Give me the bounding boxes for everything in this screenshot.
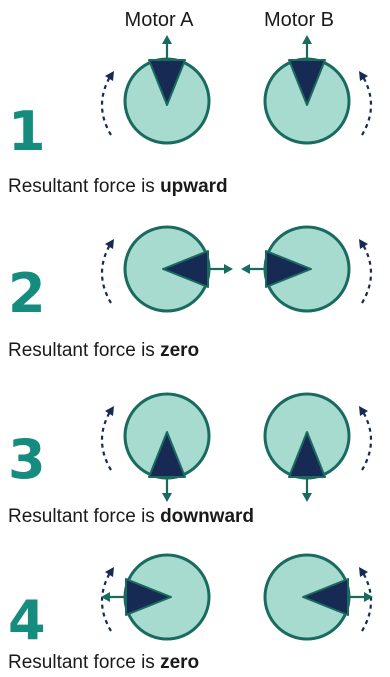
- scenario-number: 1: [8, 100, 46, 163]
- motor-a-mass-wedge: [125, 578, 172, 616]
- motor-b-mass-wedge: [302, 578, 349, 616]
- scenario-number: 3: [8, 428, 46, 491]
- motor-a-force-arrowhead: [101, 592, 110, 602]
- resultant-force-caption: Resultant force is zero: [8, 652, 199, 673]
- rotation-arrowhead-left: [105, 71, 114, 81]
- motor-b-label: Motor B: [264, 9, 334, 31]
- motor-b-force-arrowhead: [241, 264, 250, 274]
- rotation-arrowhead-right: [359, 406, 368, 416]
- rotation-arrow-right: [361, 242, 372, 304]
- motor-b-force-arrowhead: [302, 35, 312, 44]
- caption-result: downward: [160, 506, 254, 527]
- motor-b-mass-wedge: [265, 250, 312, 288]
- motor-a-force-arrowhead: [162, 493, 172, 502]
- rotation-arrow-left: [101, 570, 112, 632]
- scenario-number: 4: [8, 589, 46, 652]
- rotation-arrow-left: [101, 242, 112, 304]
- rotation-arrowhead-right: [359, 567, 368, 577]
- caption-prefix: Resultant force is: [8, 176, 160, 197]
- motor-a-mass-wedge: [148, 59, 186, 106]
- rotation-arrow-left: [101, 409, 112, 471]
- motor-b-mass-wedge: [288, 59, 326, 106]
- resultant-force-caption: Resultant force is zero: [8, 340, 199, 361]
- motor-a-label: Motor A: [125, 9, 195, 31]
- caption-result: zero: [160, 340, 199, 361]
- scenario-number: 2: [8, 262, 46, 325]
- motor-b-mass-wedge: [288, 431, 326, 478]
- motor-b-force-arrowhead: [302, 493, 312, 502]
- rotation-arrow-left: [101, 74, 112, 136]
- caption-prefix: Resultant force is: [8, 340, 160, 361]
- motor-a-mass-wedge: [148, 431, 186, 478]
- caption-prefix: Resultant force is: [8, 652, 160, 673]
- rotation-arrow-right: [361, 570, 372, 632]
- rotation-arrow-right: [361, 409, 372, 471]
- rotation-arrowhead-left: [105, 567, 114, 577]
- caption-result: zero: [160, 652, 199, 673]
- rotation-arrowhead-left: [105, 239, 114, 249]
- motor-a-mass-wedge: [162, 250, 209, 288]
- motor-a-force-arrowhead: [224, 264, 233, 274]
- resultant-force-caption: Resultant force is downward: [8, 506, 254, 527]
- motor-a-force-arrowhead: [162, 35, 172, 44]
- rotation-arrowhead-right: [359, 71, 368, 81]
- resultant-force-caption: Resultant force is upward: [8, 176, 228, 197]
- rotation-arrowhead-right: [359, 239, 368, 249]
- caption-prefix: Resultant force is: [8, 506, 160, 527]
- motor-b-force-arrowhead: [364, 592, 373, 602]
- rotation-arrowhead-left: [105, 406, 114, 416]
- caption-result: upward: [160, 176, 228, 197]
- rotation-arrow-right: [361, 74, 372, 136]
